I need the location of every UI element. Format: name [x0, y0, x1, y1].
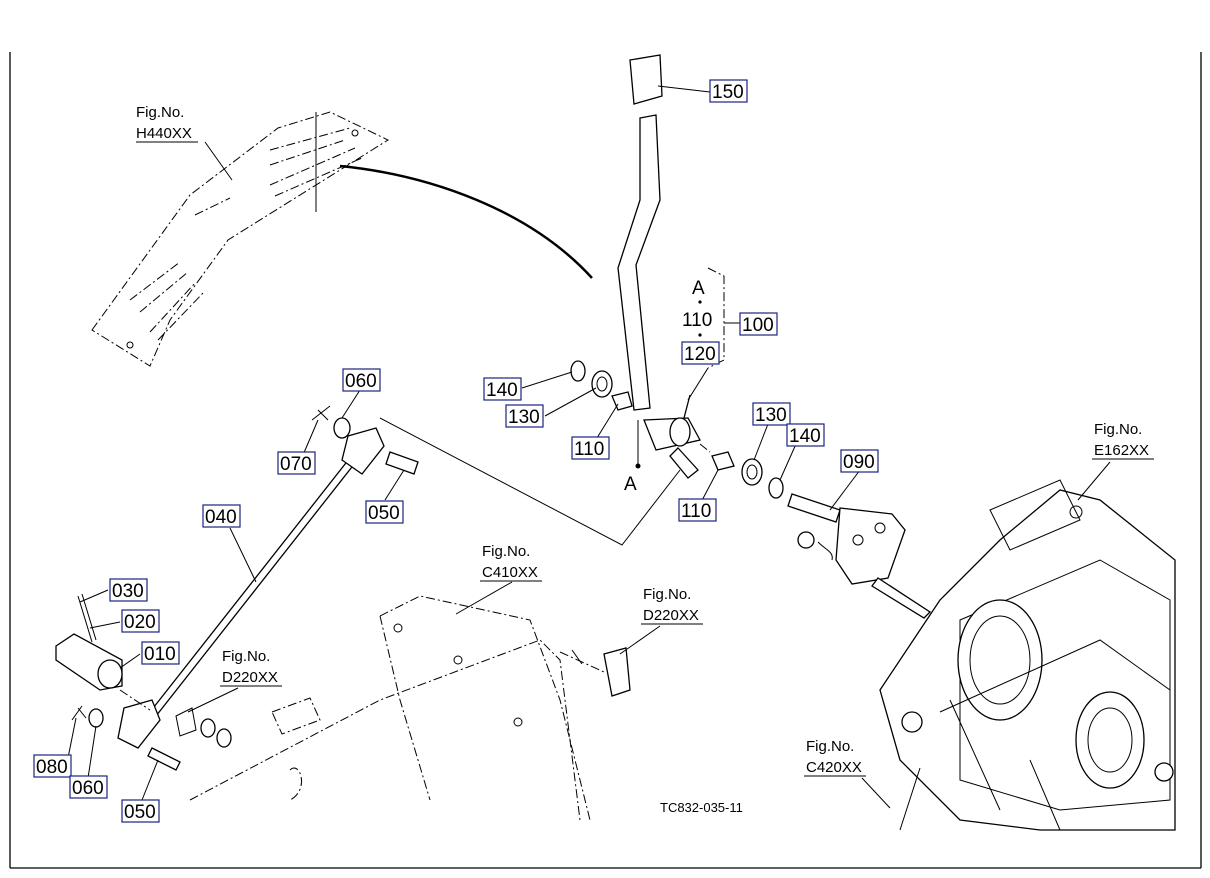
fig-ref-c410-code: C410XX	[482, 564, 538, 581]
fig-ref-d220-right-caption: Fig.No.	[643, 586, 691, 603]
part-010[interactable]: 010	[141, 641, 180, 665]
fig-ref-e162[interactable]: Fig.No. E162XX	[1092, 421, 1154, 460]
part-050-lower-label: 050	[124, 802, 156, 823]
fig-ref-e162-code: E162XX	[1094, 442, 1149, 459]
part-090[interactable]: 090	[840, 449, 879, 473]
drawing-code: TC832-035-11	[660, 800, 743, 815]
point-a-label: A	[624, 474, 637, 495]
fig-ref-d220-left-code: D220XX	[222, 669, 278, 686]
part-050-upper[interactable]: 050	[365, 500, 404, 524]
shift-lever-drawing	[617, 54, 701, 479]
part-120-label: 120	[684, 344, 716, 365]
fig-ref-d220-left[interactable]: Fig.No. D220XX	[220, 648, 282, 687]
part-020[interactable]: 020	[121, 609, 160, 633]
lever-010-drawing	[55, 593, 151, 711]
rod-040-drawing	[71, 405, 681, 771]
part-110-left[interactable]: 110	[571, 436, 610, 460]
fig-ref-c410[interactable]: Fig.No. C410XX	[480, 543, 542, 582]
part-060-upper[interactable]: 060	[342, 368, 381, 392]
part-130-left[interactable]: 130	[505, 404, 544, 428]
fig-ref-d220-left-caption: Fig.No.	[222, 648, 270, 665]
part-090-label: 090	[843, 452, 875, 473]
h440-plate-drawing	[91, 111, 593, 367]
part-060-lower-label: 060	[72, 778, 104, 799]
part-130-right[interactable]: 130	[752, 402, 791, 426]
bracket-110-label: 110	[682, 310, 712, 331]
fig-ref-h440-code: H440XX	[136, 125, 192, 142]
fig-ref-e162-caption: Fig.No.	[1094, 421, 1142, 438]
fig-ref-h440[interactable]: Fig.No. H440XX	[136, 104, 198, 143]
fig-ref-c420-caption: Fig.No.	[806, 738, 854, 755]
part-040-label: 040	[205, 507, 237, 528]
fig-ref-c420-code: C420XX	[806, 759, 862, 776]
bracket-a-label: A	[692, 278, 705, 299]
part-050-upper-label: 050	[368, 503, 400, 524]
fig-ref-c420[interactable]: Fig.No. C420XX	[804, 738, 866, 777]
part-040[interactable]: 040	[202, 504, 241, 528]
part-060-upper-label: 060	[345, 371, 377, 392]
part-130-right-label: 130	[755, 405, 787, 426]
c410-case-drawing	[175, 595, 591, 821]
part-070-label: 070	[280, 454, 312, 475]
d220-shaft-drawing	[559, 647, 631, 697]
part-140-left-label: 140	[486, 380, 518, 401]
part-100-label: 100	[742, 315, 774, 336]
part-130-left-label: 130	[508, 407, 540, 428]
part-140-right[interactable]: 140	[786, 423, 825, 447]
part-080[interactable]: 080	[33, 754, 72, 778]
fig-ref-d220-right[interactable]: Fig.No. D220XX	[641, 586, 703, 625]
part-050-lower[interactable]: 050	[121, 799, 160, 823]
part-140-right-label: 140	[789, 426, 821, 447]
part-030-label: 030	[112, 581, 144, 602]
right-shaft-assembly-drawing	[699, 443, 932, 619]
part-030[interactable]: 030	[109, 578, 148, 602]
fig-ref-h440-caption: Fig.No.	[136, 104, 184, 121]
part-110-right[interactable]: 110	[678, 498, 717, 522]
part-060-lower[interactable]: 060	[69, 775, 108, 799]
part-150[interactable]: 150	[709, 79, 748, 103]
part-110-left-label: 110	[574, 439, 604, 460]
part-150-label: 150	[712, 82, 744, 103]
fig-ref-d220-right-code: D220XX	[643, 607, 699, 624]
part-140-left[interactable]: 140	[483, 377, 522, 401]
left-washer-stack-drawing	[570, 360, 633, 411]
part-100[interactable]: 100	[739, 312, 778, 336]
part-020-label: 020	[124, 612, 156, 633]
part-110-right-label: 110	[681, 501, 711, 522]
part-010-label: 010	[144, 644, 176, 665]
fig-ref-c410-caption: Fig.No.	[482, 543, 530, 560]
engine-housing-drawing	[879, 479, 1176, 831]
part-070[interactable]: 070	[277, 451, 316, 475]
part-120[interactable]: 120	[681, 341, 720, 365]
part-080-label: 080	[36, 757, 68, 778]
